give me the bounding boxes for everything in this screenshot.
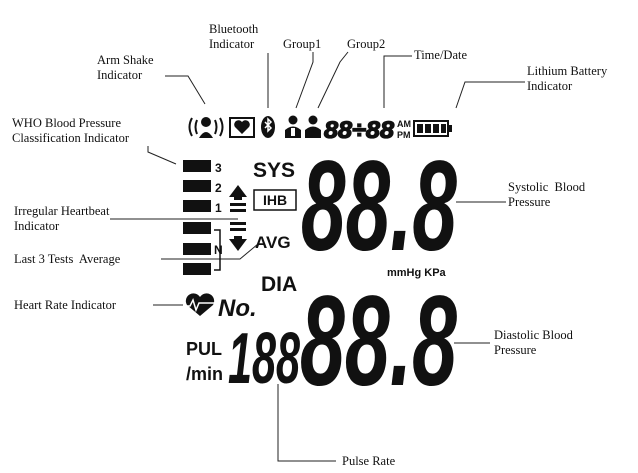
pulse-digits: 188 bbox=[228, 319, 300, 399]
pulse-rate-leader bbox=[277, 384, 336, 462]
heart-rate-callout: Heart Rate Indicator bbox=[14, 298, 117, 312]
battery-leader bbox=[455, 81, 525, 109]
bluetooth-callout: Bluetooth Indicator bbox=[209, 22, 259, 51]
leader-lines bbox=[110, 51, 525, 462]
average-callout: Last 3 Tests Average bbox=[14, 252, 121, 266]
who-n-bracket bbox=[214, 229, 221, 271]
who-callout: WHO Blood Pressure Classification Indica… bbox=[12, 116, 129, 145]
average-leader bbox=[161, 243, 259, 260]
who-leader bbox=[147, 146, 177, 165]
dia-label: DIA bbox=[261, 273, 297, 296]
systolic-digits: 88.8 bbox=[301, 135, 457, 278]
time-date-callout: Time/Date bbox=[414, 48, 468, 62]
diastolic-callout: Diastolic Blood Pressure bbox=[494, 328, 573, 357]
arm-shake-icon bbox=[188, 117, 224, 138]
arm-shake-leader bbox=[165, 75, 206, 105]
sys-label: SYS bbox=[253, 159, 295, 182]
who-level-bars bbox=[183, 160, 211, 275]
pm-label: PM bbox=[397, 130, 411, 140]
bluetooth-icon bbox=[261, 116, 275, 138]
who-bar-2 bbox=[183, 180, 211, 192]
battery-callout: Lithium Battery Indicator bbox=[527, 64, 608, 93]
who-bar-n-lower bbox=[183, 263, 211, 275]
time-date-leader bbox=[383, 55, 412, 108]
group1-callout: Group1 bbox=[283, 37, 322, 51]
systolic-callout: Systolic Blood Pressure bbox=[508, 180, 586, 209]
group1-leader bbox=[295, 52, 314, 109]
who-bar-1 bbox=[183, 200, 211, 212]
pulse-rate-callout: Pulse Rate bbox=[342, 454, 396, 468]
pul-label: PUL bbox=[186, 339, 222, 359]
who-level-3: 3 bbox=[215, 161, 222, 175]
who-bar-3 bbox=[183, 160, 211, 172]
memory-number-label: No. bbox=[218, 295, 257, 322]
down-arrow-icon bbox=[229, 222, 247, 251]
up-arrow-icon bbox=[229, 185, 247, 212]
heart-rate-icon bbox=[184, 293, 215, 316]
who-level-n: N bbox=[214, 243, 223, 257]
ihb-callout: Irregular Heartbeat Indicator bbox=[14, 204, 110, 233]
time-date-digits: 88÷88 bbox=[324, 117, 395, 144]
group2-user-icon: 2 bbox=[305, 115, 321, 139]
avg-label: AVG bbox=[255, 233, 291, 252]
group2-callout: Group2 bbox=[347, 37, 386, 51]
ihb-box bbox=[253, 189, 297, 211]
ihb-label: IHB bbox=[263, 192, 287, 208]
diastolic-digits: 88.8 bbox=[300, 270, 457, 413]
who-bar-n-upper bbox=[183, 222, 211, 234]
units-label: mmHg KPa bbox=[387, 267, 447, 279]
group2-leader bbox=[317, 51, 349, 109]
who-level-1: 1 bbox=[215, 201, 222, 215]
who-level-2: 2 bbox=[215, 181, 222, 195]
per-min-label: /min bbox=[186, 364, 223, 384]
heart-icon bbox=[229, 117, 255, 138]
arm-shake-callout: Arm Shake Indicator bbox=[97, 53, 154, 82]
group1-user-icon bbox=[285, 115, 301, 138]
who-bar-n-middle bbox=[183, 243, 211, 255]
am-label: AM bbox=[397, 119, 411, 129]
group2-number: 2 bbox=[310, 129, 315, 139]
battery-icon bbox=[413, 120, 452, 137]
